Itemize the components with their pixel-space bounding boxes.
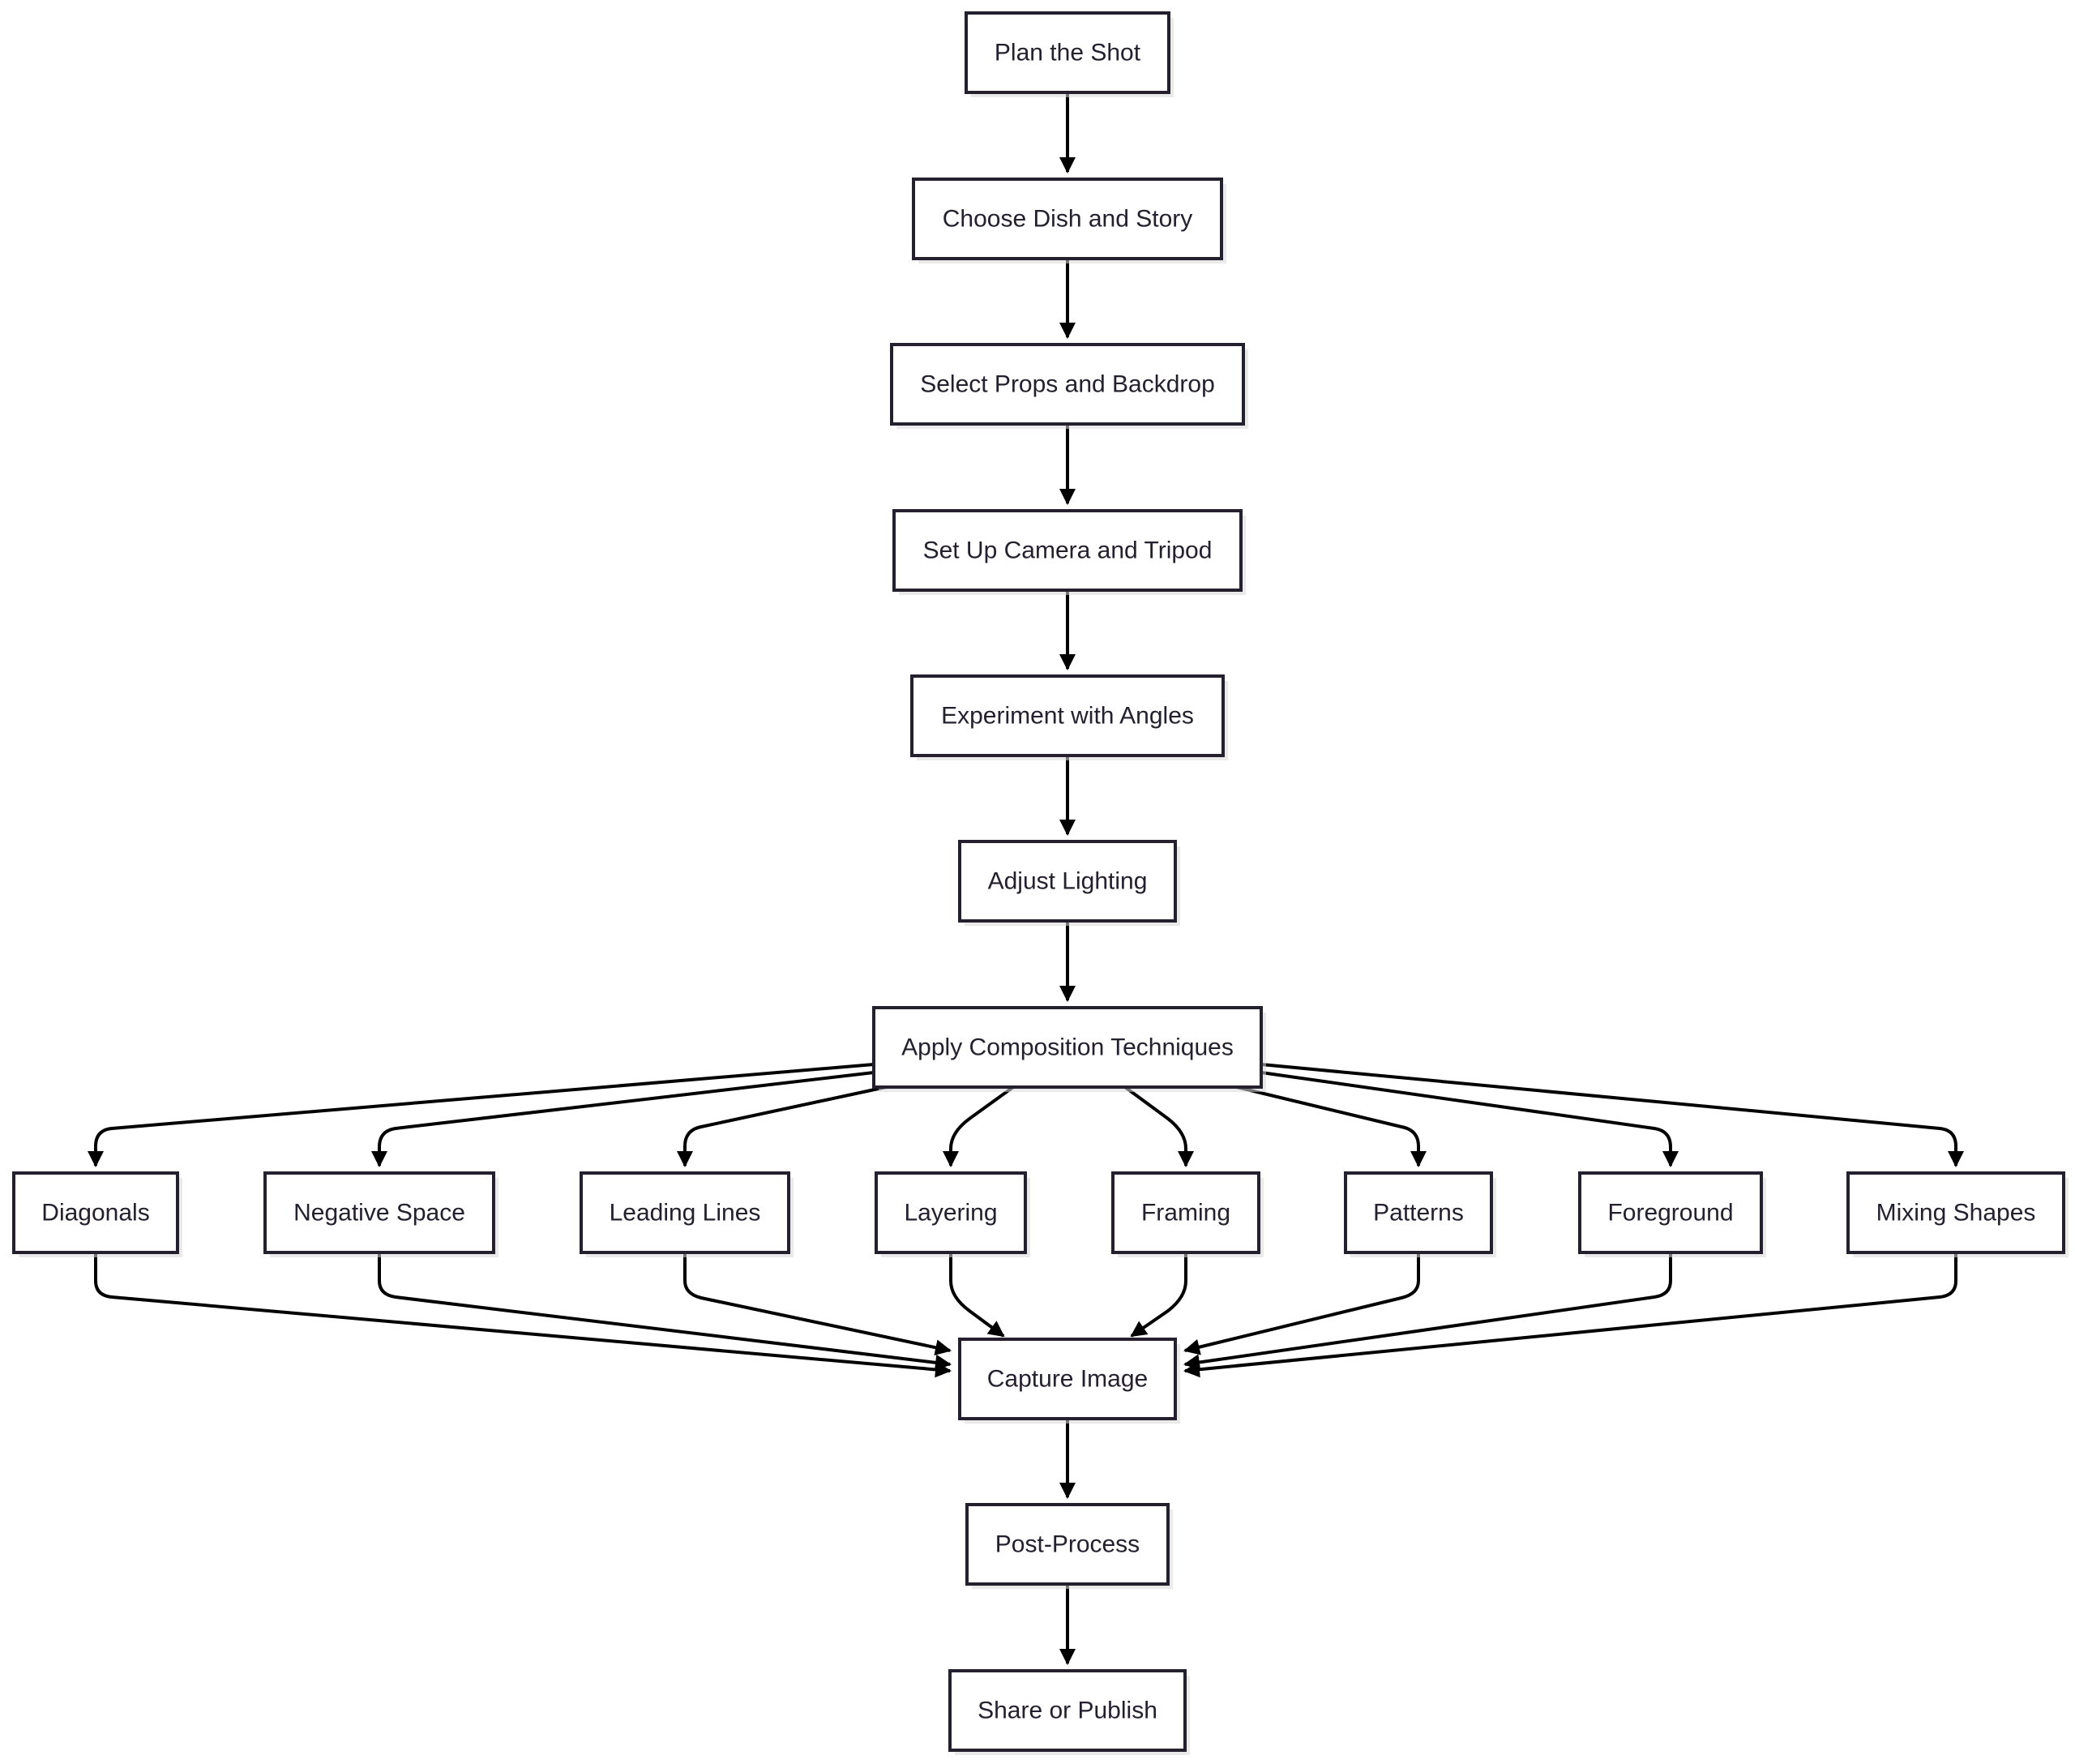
edge-mixing-to-capture <box>1183 1252 1957 1378</box>
node-share: Share or Publish <box>948 1669 1190 1755</box>
node-box <box>1578 1171 1763 1254</box>
node-box <box>965 1503 1170 1586</box>
node-diagonals: Diagonals <box>12 1171 182 1257</box>
edge-framing-to-capture <box>1130 1252 1187 1338</box>
node-box <box>580 1171 790 1254</box>
node-box <box>12 1171 179 1254</box>
node-label: Patterns <box>1373 1200 1464 1227</box>
node-label: Apply Composition Techniques <box>901 1034 1234 1061</box>
node-props: Select Props and Backdrop <box>890 343 1248 429</box>
node-mixing: Mixing Shapes <box>1846 1171 2069 1257</box>
node-lighting: Adjust Lighting <box>958 840 1180 926</box>
node-box <box>872 1006 1263 1089</box>
node-capture: Capture Image <box>958 1338 1180 1424</box>
node-dish: Choose Dish and Story <box>912 178 1226 263</box>
node-box <box>948 1669 1187 1752</box>
node-label: Leading Lines <box>610 1200 761 1227</box>
node-label: Capture Image <box>987 1366 1148 1393</box>
edge-leading-to-capture <box>683 1252 952 1356</box>
node-label: Framing <box>1141 1200 1230 1227</box>
node-box <box>1111 1171 1260 1254</box>
node-box <box>892 509 1243 592</box>
node-box <box>958 1338 1177 1420</box>
node-label: Mixing Shapes <box>1876 1200 2036 1227</box>
node-label: Plan the Shot <box>995 40 1141 66</box>
edge-foreground-to-capture <box>1183 1252 1672 1371</box>
node-negative: Negative Space <box>263 1171 498 1257</box>
node-camera: Set Up Camera and Tripod <box>892 509 1246 595</box>
node-label: Experiment with Angles <box>941 703 1194 730</box>
node-composition: Apply Composition Techniques <box>872 1006 1266 1092</box>
node-box <box>965 11 1170 94</box>
edge-composition-to-layering <box>943 1085 1015 1167</box>
node-label: Set Up Camera and Tripod <box>923 537 1213 564</box>
node-label: Foreground <box>1607 1200 1733 1227</box>
node-box <box>890 343 1245 426</box>
node-label: Select Props and Backdrop <box>920 371 1215 398</box>
node-post: Post-Process <box>965 1503 1173 1589</box>
node-label: Share or Publish <box>978 1698 1157 1724</box>
edge-negative-to-capture <box>378 1252 952 1371</box>
node-leading: Leading Lines <box>580 1171 794 1257</box>
edge-composition-to-mixing <box>1260 1063 1964 1167</box>
node-layering: Layering <box>875 1171 1030 1257</box>
node-angles: Experiment with Angles <box>910 674 1228 760</box>
node-box <box>1344 1171 1493 1254</box>
edge-patterns-to-capture <box>1183 1252 1420 1355</box>
edge-diagonals-to-capture <box>94 1252 952 1378</box>
node-box <box>910 674 1225 757</box>
node-box <box>263 1171 495 1254</box>
node-patterns: Patterns <box>1344 1171 1496 1257</box>
node-label: Negative Space <box>293 1200 465 1227</box>
node-box <box>912 178 1223 260</box>
node-foreground: Foreground <box>1578 1171 1766 1257</box>
node-framing: Framing <box>1111 1171 1264 1257</box>
node-label: Choose Dish and Story <box>943 206 1193 233</box>
node-box <box>875 1171 1027 1254</box>
edge-composition-to-framing <box>1123 1085 1194 1167</box>
edge-composition-to-leading <box>677 1085 887 1167</box>
edges-layer <box>88 92 1964 1665</box>
node-label: Post-Process <box>995 1531 1140 1558</box>
node-label: Diagonals <box>41 1200 149 1227</box>
node-label: Layering <box>904 1200 997 1227</box>
edge-composition-to-foreground <box>1260 1071 1679 1167</box>
edge-composition-to-patterns <box>1236 1085 1427 1167</box>
node-label: Adjust Lighting <box>988 868 1148 895</box>
edge-composition-to-negative <box>371 1071 875 1167</box>
edge-layering-to-capture <box>949 1252 1005 1338</box>
node-box <box>1846 1171 2065 1254</box>
edge-composition-to-diagonals <box>88 1063 875 1167</box>
node-plan: Plan the Shot <box>965 11 1174 97</box>
node-box <box>958 840 1177 923</box>
